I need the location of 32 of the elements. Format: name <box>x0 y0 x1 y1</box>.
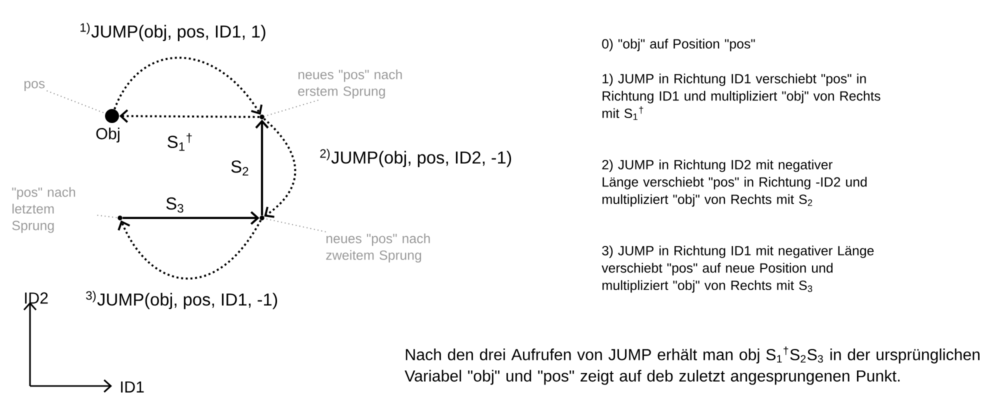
arrow <box>114 56 262 115</box>
edge-label: S$_{1}$† <box>165 132 195 152</box>
point <box>260 216 264 220</box>
axis-label: ID2 <box>25 292 48 304</box>
edge-label: $^{2)}$JUMP(obj, pos, ID2, -1) <box>318 148 514 168</box>
arrow <box>255 120 269 216</box>
leader-text: "pos" nach letztem Sprung <box>12 187 76 233</box>
note-text: 0) "obj" auf Position "pos" <box>602 38 755 52</box>
arrow <box>118 220 262 280</box>
leader-text: neues "pos" nach zweitem Sprung <box>326 233 430 263</box>
arrow <box>263 118 296 218</box>
leader-line <box>46 90 106 114</box>
point <box>260 114 264 120</box>
edge-label: S$_{2}$ <box>229 159 251 177</box>
leader-line <box>97 214 118 218</box>
leader-text: pos <box>24 81 45 91</box>
point <box>118 216 122 220</box>
note-text: 2) JUMP in Richtung ID2 mit negativer Länge verschiebt "pos" in Richtung -ID2 und multipliziert "obj" von Rechts mit S$_{2}$ <box>602 160 867 207</box>
axis-label: ID1 <box>121 382 144 392</box>
summary-text: Nach den drei Aufrufen von JUMP erhält man obj S$_{1}$$^{†}$S$_{2}$S$_{3}$ in der ursprünglichen Variabel "obj" und "pos" zeigt auf deb zuletzt angesprungenen Punkt. <box>404 346 980 385</box>
note-text: 3) JUMP in Richtung ID1 mit negativer Länge verschiebt "pos" auf neue Position und multipliziert "obj" von Rechts mit S$_{3}$ <box>602 246 874 293</box>
arrow <box>122 211 260 225</box>
edge-label: $^{3)}$JUMP(obj, pos, ID1, -1) <box>84 290 280 310</box>
point-dot <box>105 109 119 123</box>
point-label: Obj <box>96 128 120 143</box>
leader-line <box>264 100 318 117</box>
note-text: 1) JUMP in Richtung ID1 verschiebt "pos" in Richtung ID1 und multipliziert "obj" von Rechts mit S$_{1}$† <box>602 74 880 120</box>
leader-line <box>264 218 326 232</box>
edge-label: $^{1)}$JUMP(obj, pos, ID1, 1) <box>78 22 268 42</box>
arrow <box>119 109 260 123</box>
edge-label: S$_{3}$ <box>164 196 186 214</box>
leader-text: neues "pos" nach erstem Sprung <box>298 69 402 99</box>
